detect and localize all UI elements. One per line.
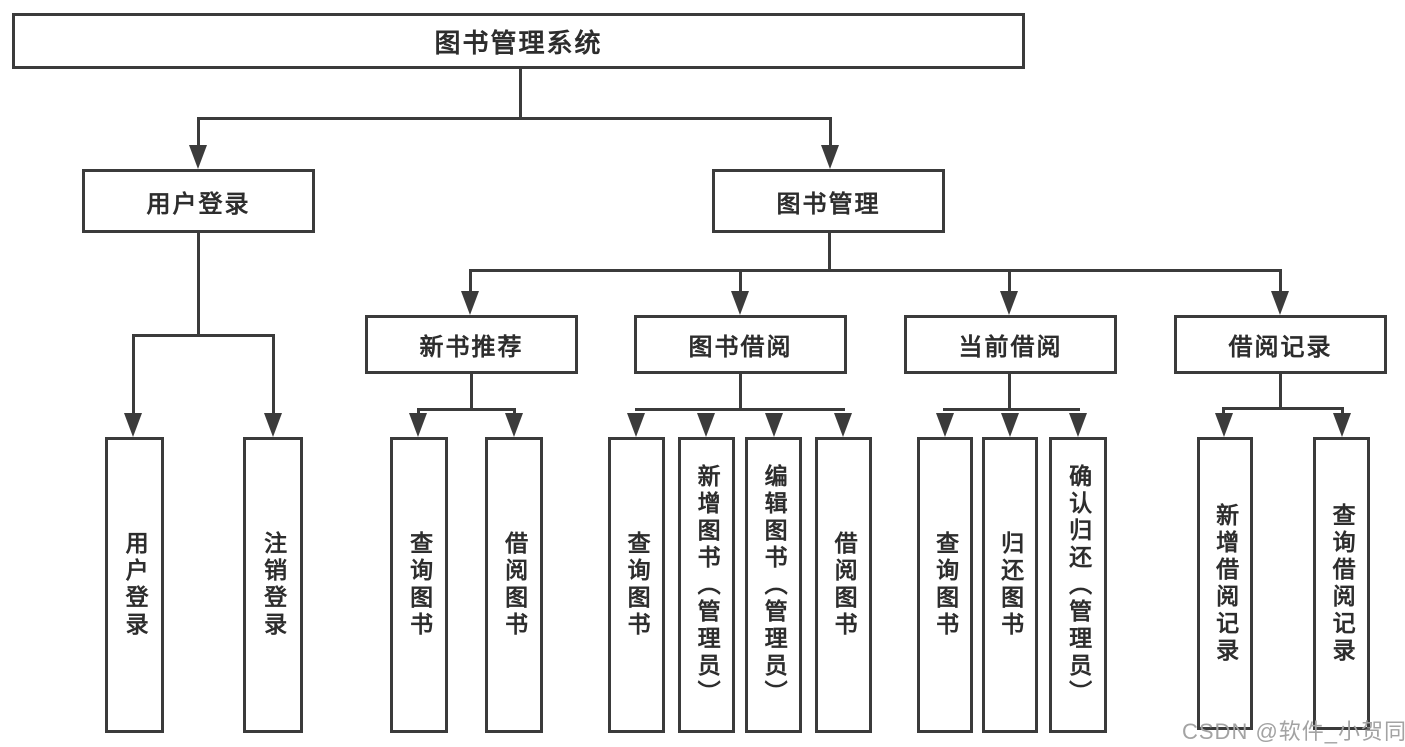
node-label: 新书推荐 — [419, 334, 524, 361]
connector-line — [739, 374, 742, 411]
connector-line — [1279, 374, 1282, 410]
leaf-query-books-recommendation: 查询图书 — [390, 437, 448, 733]
arrow-down-icon — [264, 413, 282, 437]
node-label: 查询图书 — [932, 531, 959, 639]
connector-line — [469, 269, 472, 295]
arrow-down-icon — [765, 413, 783, 437]
leaf-logout: 注销登录 — [243, 437, 303, 733]
connector-line — [1008, 374, 1011, 411]
node-label: 注销登录 — [260, 531, 287, 639]
arrow-down-icon — [505, 413, 523, 437]
node-label: 图书管理 — [776, 190, 881, 218]
node-label: 新增图书（管理员） — [694, 463, 721, 707]
connector-line — [1279, 269, 1282, 295]
arrow-down-icon — [1001, 413, 1019, 437]
connector-line — [943, 408, 1080, 411]
node-label: 归还图书 — [997, 531, 1024, 639]
connector-line — [1341, 407, 1344, 417]
node-label: 图书借阅 — [688, 334, 793, 361]
node-label: 用户登录 — [146, 190, 251, 218]
leaf-add-books-admin: 新增图书（管理员） — [678, 437, 735, 733]
node-user-login: 用户登录 — [82, 169, 315, 233]
node-label: 图书管理系统 — [434, 27, 603, 58]
connector-line — [1222, 407, 1225, 417]
leaf-query-books-current: 查询图书 — [917, 437, 973, 733]
node-label: 编辑图书（管理员） — [761, 463, 788, 707]
node-book-management: 图书管理 — [712, 169, 945, 233]
connector-line — [197, 233, 200, 337]
connector-line — [739, 269, 742, 295]
arrow-down-icon — [1215, 413, 1233, 437]
connector-line — [132, 334, 135, 416]
leaf-return-books: 归还图书 — [982, 437, 1038, 733]
connector-line — [470, 374, 473, 411]
node-label: 借阅图书 — [831, 531, 858, 639]
node-new-book-recommendation: 新书推荐 — [365, 315, 578, 374]
connector-line — [197, 117, 832, 120]
leaf-query-books-borrowing: 查询图书 — [608, 437, 665, 733]
arrow-down-icon — [821, 145, 839, 169]
node-label: 借阅记录 — [1228, 334, 1333, 361]
arrow-down-icon — [1333, 413, 1351, 437]
leaf-add-borrow-record: 新增借阅记录 — [1197, 437, 1253, 730]
connector-line — [1008, 269, 1011, 295]
node-label: 用户登录 — [122, 531, 149, 639]
arrow-down-icon — [731, 291, 749, 315]
node-label: 当前借阅 — [958, 334, 1063, 361]
leaf-user-login: 用户登录 — [105, 437, 164, 733]
leaf-borrow-books-recommendation: 借阅图书 — [485, 437, 543, 733]
connector-line — [272, 334, 275, 416]
leaf-query-borrow-record: 查询借阅记录 — [1313, 437, 1370, 730]
arrow-down-icon — [461, 291, 479, 315]
connector-line — [417, 408, 516, 411]
node-label: 查询图书 — [624, 531, 651, 639]
node-label: 查询借阅记录 — [1329, 502, 1356, 665]
connector-line — [132, 334, 275, 337]
arrow-down-icon — [409, 413, 427, 437]
arrow-down-icon — [697, 413, 715, 437]
node-borrowing-records: 借阅记录 — [1174, 315, 1387, 374]
leaf-borrow-books: 借阅图书 — [815, 437, 872, 733]
node-label: 新增借阅记录 — [1212, 502, 1239, 665]
node-library-management-system: 图书管理系统 — [12, 13, 1025, 69]
connector-line — [519, 68, 522, 120]
connector-line — [469, 269, 1282, 272]
csdn-watermark: CSDN @软件_小贺同学 — [1182, 719, 1405, 744]
node-label: 借阅图书 — [501, 531, 528, 639]
arrow-down-icon — [936, 413, 954, 437]
arrow-down-icon — [627, 413, 645, 437]
connector-line — [1222, 407, 1344, 410]
arrow-down-icon — [834, 413, 852, 437]
arrow-down-icon — [1271, 291, 1289, 315]
connector-line — [829, 117, 832, 151]
node-label: 确认归还（管理员） — [1065, 463, 1092, 707]
arrow-down-icon — [1000, 291, 1018, 315]
node-current-borrowing: 当前借阅 — [904, 315, 1117, 374]
arrow-down-icon — [189, 145, 207, 169]
leaf-edit-books-admin: 编辑图书（管理员） — [745, 437, 802, 733]
leaf-confirm-return-admin: 确认归还（管理员） — [1049, 437, 1107, 733]
node-label: 查询图书 — [406, 531, 433, 639]
connector-line — [197, 117, 200, 151]
connector-line — [635, 408, 845, 411]
arrow-down-icon — [1069, 413, 1087, 437]
connector-line — [828, 233, 831, 272]
node-book-borrowing: 图书借阅 — [634, 315, 847, 374]
arrow-down-icon — [124, 413, 142, 437]
